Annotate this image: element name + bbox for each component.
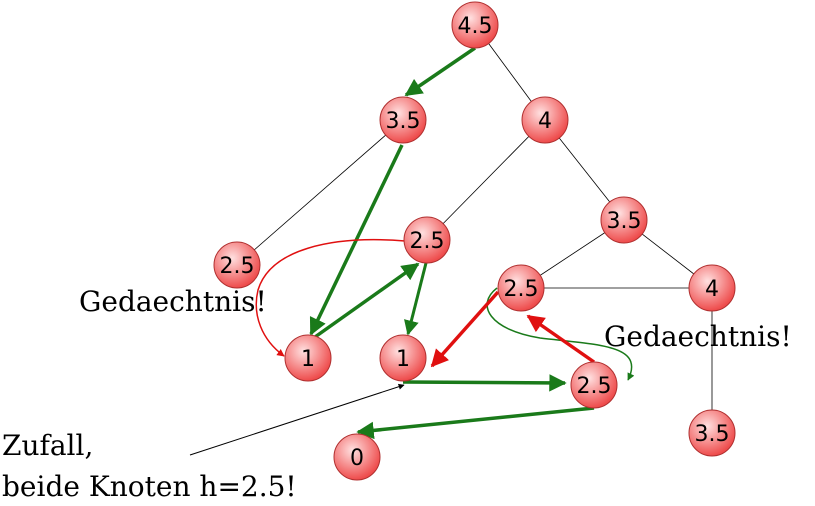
random-label-line1: Zufall, bbox=[2, 429, 93, 462]
tree-node: 2.5 bbox=[213, 241, 261, 289]
tree-node: 1 bbox=[379, 334, 427, 382]
node-value: 2.5 bbox=[577, 374, 612, 399]
node-value: 1 bbox=[396, 347, 410, 372]
random-pointer-line bbox=[189, 383, 405, 456]
node-value: 2.5 bbox=[504, 277, 539, 302]
tree-node: 3.5 bbox=[600, 196, 648, 244]
memory-arrow-right bbox=[486, 287, 635, 381]
backtrack-path bbox=[255, 238, 596, 368]
node-value: 0 bbox=[350, 446, 364, 471]
tree-edge bbox=[426, 119, 546, 241]
tree-nodes: 4.5 3.5 4 2.5 2.5 3.5 2.5 4 1 1 2.5 3.5 … bbox=[213, 1, 736, 481]
search-arrow bbox=[404, 46, 476, 97]
node-value: 4.5 bbox=[458, 14, 493, 39]
search-arrow bbox=[404, 262, 428, 336]
backtrack-arrow bbox=[526, 314, 596, 364]
search-arrow bbox=[313, 262, 420, 339]
search-arrow bbox=[402, 374, 567, 392]
tree-node: 2.5 bbox=[497, 264, 545, 312]
memory-label-right: Gedaechtnis! bbox=[604, 320, 792, 353]
tree-node: 4 bbox=[688, 264, 736, 312]
node-value: 2.5 bbox=[410, 229, 445, 254]
tree-node: 2.5 bbox=[403, 216, 451, 264]
search-path bbox=[309, 46, 635, 440]
random-label-line2: beide Knoten h=2.5! bbox=[2, 470, 297, 503]
search-arrow bbox=[356, 406, 595, 440]
node-value: 3.5 bbox=[607, 209, 642, 234]
tree-edge bbox=[236, 119, 404, 266]
tree-node: 4.5 bbox=[451, 1, 499, 49]
node-value: 2.5 bbox=[220, 254, 255, 279]
node-value: 3.5 bbox=[386, 109, 421, 134]
node-value: 3.5 bbox=[695, 422, 730, 447]
node-value: 4 bbox=[705, 277, 719, 302]
tree-node: 3.5 bbox=[688, 409, 736, 457]
tree-node: 2.5 bbox=[570, 361, 618, 409]
tree-node: 3.5 bbox=[379, 96, 427, 144]
node-value: 4 bbox=[538, 109, 552, 134]
tree-node: 0 bbox=[333, 433, 381, 481]
tree-node: 4 bbox=[521, 96, 569, 144]
backtrack-arrow bbox=[430, 290, 500, 368]
tree-node: 1 bbox=[284, 334, 332, 382]
memory-arrow-left bbox=[255, 238, 406, 357]
memory-label-left: Gedaechtnis! bbox=[79, 285, 267, 318]
node-value: 1 bbox=[301, 347, 315, 372]
